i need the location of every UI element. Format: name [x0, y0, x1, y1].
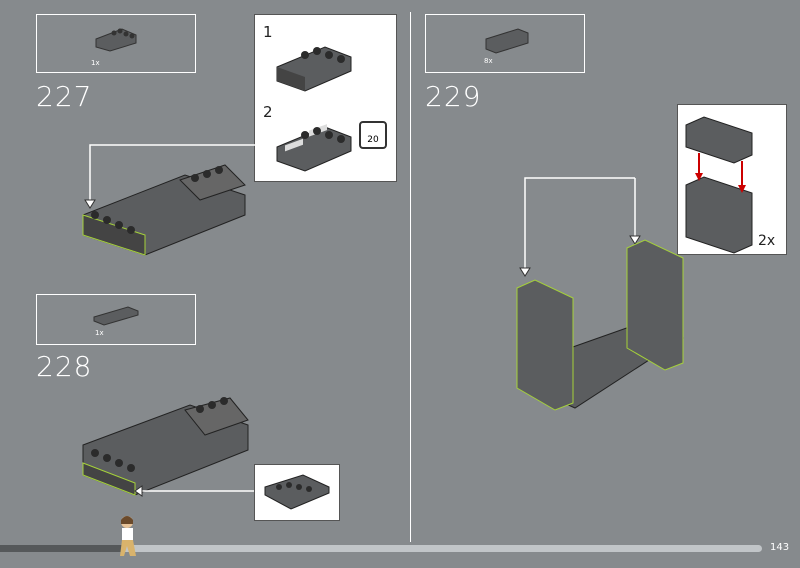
part-quantity: 1x	[95, 329, 104, 337]
brick-1x4-icon	[485, 28, 529, 54]
plate-icon	[264, 474, 330, 510]
stickered-slope-brick-icon	[276, 124, 352, 172]
part-quantity: 1x	[91, 59, 100, 67]
step-229-model	[516, 177, 684, 411]
substep-number: 1	[263, 23, 273, 41]
parts-list-227: 1x	[36, 14, 196, 73]
callout-229: 2x	[677, 104, 787, 255]
callout-quantity: 2x	[758, 233, 776, 249]
progress-track	[0, 545, 762, 552]
step-number-229: 229	[425, 80, 482, 113]
parts-list-229: 8x	[425, 14, 585, 73]
minifigure-icon	[120, 516, 136, 556]
step-number-227: 227	[36, 80, 93, 113]
part-callout-228	[254, 464, 340, 521]
step-227-model	[82, 144, 255, 256]
slope-brick-icon	[95, 28, 137, 52]
slope-brick-icon	[276, 46, 352, 92]
brick-stack-icon	[685, 116, 753, 254]
column-divider	[410, 12, 411, 542]
step-228-model	[82, 397, 256, 497]
sticker-number: 20	[367, 135, 379, 145]
substep-number: 2	[263, 103, 273, 121]
substep-callout-227: 1 2 20	[254, 14, 397, 182]
progress-fill	[0, 545, 125, 552]
sticker-sheet-badge: 20	[359, 121, 387, 149]
step-number-228: 228	[36, 350, 93, 383]
page-number: 143	[770, 542, 790, 553]
part-quantity: 8x	[484, 57, 493, 65]
parts-list-228: 1x	[36, 294, 196, 345]
plate-icon	[93, 306, 139, 326]
